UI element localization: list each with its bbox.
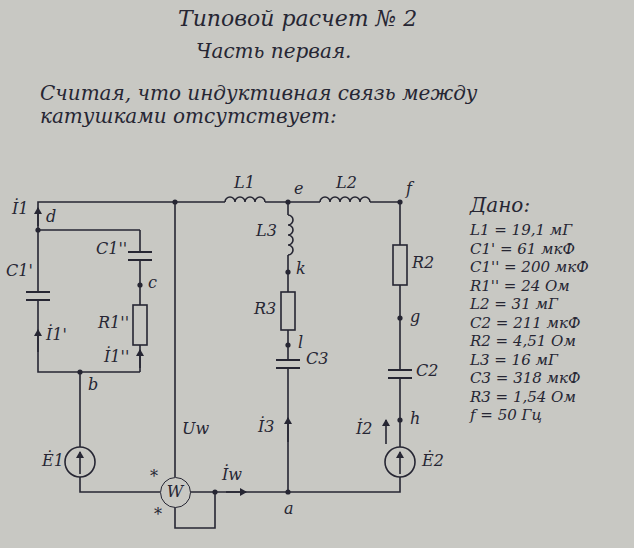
component-label: C1'' bbox=[96, 240, 127, 258]
current-label: İ2 bbox=[356, 420, 373, 438]
wire bbox=[174, 202, 176, 477]
current-label: İ3 bbox=[258, 418, 275, 436]
given-value: C3 = 318 мкФ bbox=[470, 370, 580, 387]
given-heading: Дано: bbox=[470, 194, 530, 217]
junction-dot bbox=[35, 227, 40, 232]
given-value: L2 = 31 мГ bbox=[470, 296, 558, 313]
node-label: g bbox=[410, 308, 420, 326]
resistor-symbol bbox=[393, 245, 407, 285]
wire bbox=[399, 285, 401, 447]
junction-dot bbox=[212, 489, 217, 494]
current-label: İ1'' bbox=[104, 348, 129, 366]
resistor-symbol bbox=[281, 292, 295, 330]
voltage-label: Uw bbox=[182, 420, 209, 438]
node-label: e bbox=[294, 180, 303, 198]
wire bbox=[38, 230, 140, 372]
wire bbox=[80, 372, 160, 492]
note-text: Считая, что индуктивная связь между кату… bbox=[40, 82, 600, 128]
current-arrow bbox=[37, 330, 39, 352]
component-label: L2 bbox=[336, 174, 357, 192]
wattmeter-label: W bbox=[167, 484, 183, 500]
node-label: b bbox=[88, 376, 98, 394]
node-label: a bbox=[284, 500, 294, 518]
wattmeter-circle: W bbox=[160, 477, 191, 508]
component-label: R2 bbox=[412, 254, 434, 272]
given-value: R3 = 1,54 Ом bbox=[470, 389, 576, 406]
wire bbox=[38, 202, 225, 230]
current-arrow bbox=[226, 491, 246, 493]
capacitor-symbol bbox=[26, 292, 50, 300]
given-value: L3 = 16 мГ bbox=[470, 352, 558, 369]
given-value: L1 = 19,1 мГ bbox=[470, 222, 572, 239]
wire bbox=[190, 477, 400, 492]
node-label: k bbox=[296, 260, 306, 278]
resistor-symbol bbox=[133, 305, 147, 345]
component-label: R3 bbox=[254, 300, 276, 318]
node-label: d bbox=[46, 208, 56, 226]
given-value: R2 = 4,51 Ом bbox=[470, 333, 576, 350]
source-arrow bbox=[79, 452, 81, 474]
source-arrow bbox=[399, 452, 401, 474]
current-arrow bbox=[287, 418, 289, 442]
junction-dot bbox=[172, 199, 177, 204]
capacitor-symbol bbox=[388, 370, 412, 378]
title-text: Типовой расчет № 2 bbox=[178, 6, 417, 31]
capacitor-symbol bbox=[276, 360, 300, 368]
component-label: L3 bbox=[256, 222, 277, 240]
wires bbox=[26, 197, 415, 528]
junction-dot bbox=[397, 199, 402, 204]
junction-dots bbox=[35, 199, 402, 494]
given-value: R1'' = 24 Ом bbox=[470, 278, 570, 295]
junction-dot bbox=[137, 282, 142, 287]
junction-dot bbox=[285, 199, 290, 204]
wire bbox=[287, 255, 289, 492]
junction-dot bbox=[77, 369, 82, 374]
node-label: l bbox=[298, 334, 303, 352]
inductor-symbol bbox=[225, 197, 265, 202]
junction-dot bbox=[397, 417, 402, 422]
inductor-symbol bbox=[288, 215, 293, 255]
source-label: Ė1 bbox=[42, 452, 64, 470]
wire bbox=[265, 201, 320, 203]
current-arrow bbox=[37, 208, 39, 226]
source-symbol bbox=[65, 447, 95, 477]
component-label: C1' bbox=[6, 262, 33, 280]
junction-dot bbox=[285, 489, 290, 494]
junction-dot bbox=[285, 342, 290, 347]
junction-dot bbox=[397, 315, 402, 320]
heading-text: Часть первая. bbox=[196, 40, 351, 63]
capacitor-symbol bbox=[128, 252, 152, 260]
component-label: C3 bbox=[306, 350, 328, 368]
current-label: İ1 bbox=[12, 200, 29, 218]
node-label: h bbox=[410, 410, 420, 428]
polarity-mark: * bbox=[150, 468, 158, 486]
given-value: C1' = 61 мкФ bbox=[470, 241, 575, 258]
current-arrow bbox=[139, 350, 141, 368]
component-label: C2 bbox=[416, 362, 438, 380]
component-label: R1'' bbox=[98, 314, 129, 332]
polarity-mark: * bbox=[154, 506, 162, 524]
source-symbol bbox=[385, 447, 415, 477]
inductor-symbol bbox=[320, 197, 370, 202]
wire bbox=[370, 202, 400, 245]
given-value: C2 = 211 мкФ bbox=[470, 315, 580, 332]
junction-dot bbox=[285, 269, 290, 274]
current-label: İ1' bbox=[46, 326, 67, 344]
node-label: c bbox=[148, 274, 157, 292]
node-label: f bbox=[406, 180, 412, 198]
component-label: L1 bbox=[234, 174, 255, 192]
current-arrow bbox=[385, 420, 387, 444]
given-value: f = 50 Гц bbox=[470, 407, 542, 424]
given-value: C1'' = 200 мкФ bbox=[470, 259, 589, 276]
source-label: Ė2 bbox=[422, 452, 444, 470]
current-label: İw bbox=[222, 466, 242, 484]
wire bbox=[38, 229, 140, 231]
